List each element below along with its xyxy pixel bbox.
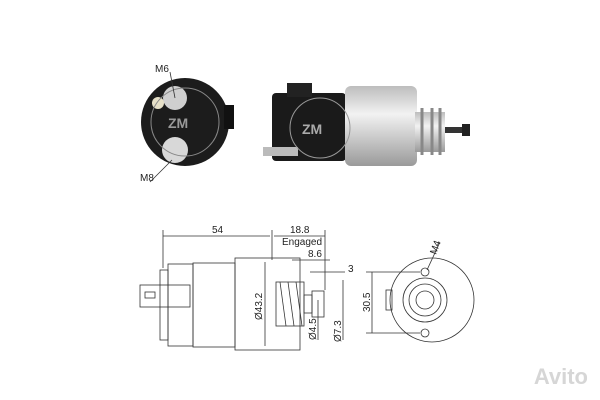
label-m4: M4 [428, 239, 443, 256]
label-m6: M6 [155, 64, 169, 75]
dim-18-8: 18.8 [290, 225, 310, 236]
side-view-photo: ZM [263, 83, 470, 166]
end-view-drawing: 30.5 M4 [362, 239, 475, 343]
dia-4-5: Ø4.5 [308, 318, 319, 340]
dia-43-2: Ø43.2 [254, 292, 265, 320]
front-view-photo: ZM M6 M8 [140, 64, 234, 184]
dim-30-5: 30.5 [362, 292, 373, 312]
side-technical-drawing: 54 18.8 Engaged 8.6 3 Ø43.2 Ø4.5 Ø7.3 [139, 225, 354, 351]
dim-54: 54 [212, 225, 224, 236]
dia-7-3: Ø7.3 [333, 320, 344, 342]
logo-text: ZM [168, 115, 188, 131]
dim-3: 3 [348, 264, 354, 275]
dim-engaged: Engaged [282, 237, 322, 248]
watermark: Avito [533, 364, 588, 389]
logo-text-side: ZM [302, 121, 322, 137]
dim-8-6: 8.6 [308, 249, 322, 260]
label-m8: M8 [140, 173, 154, 184]
